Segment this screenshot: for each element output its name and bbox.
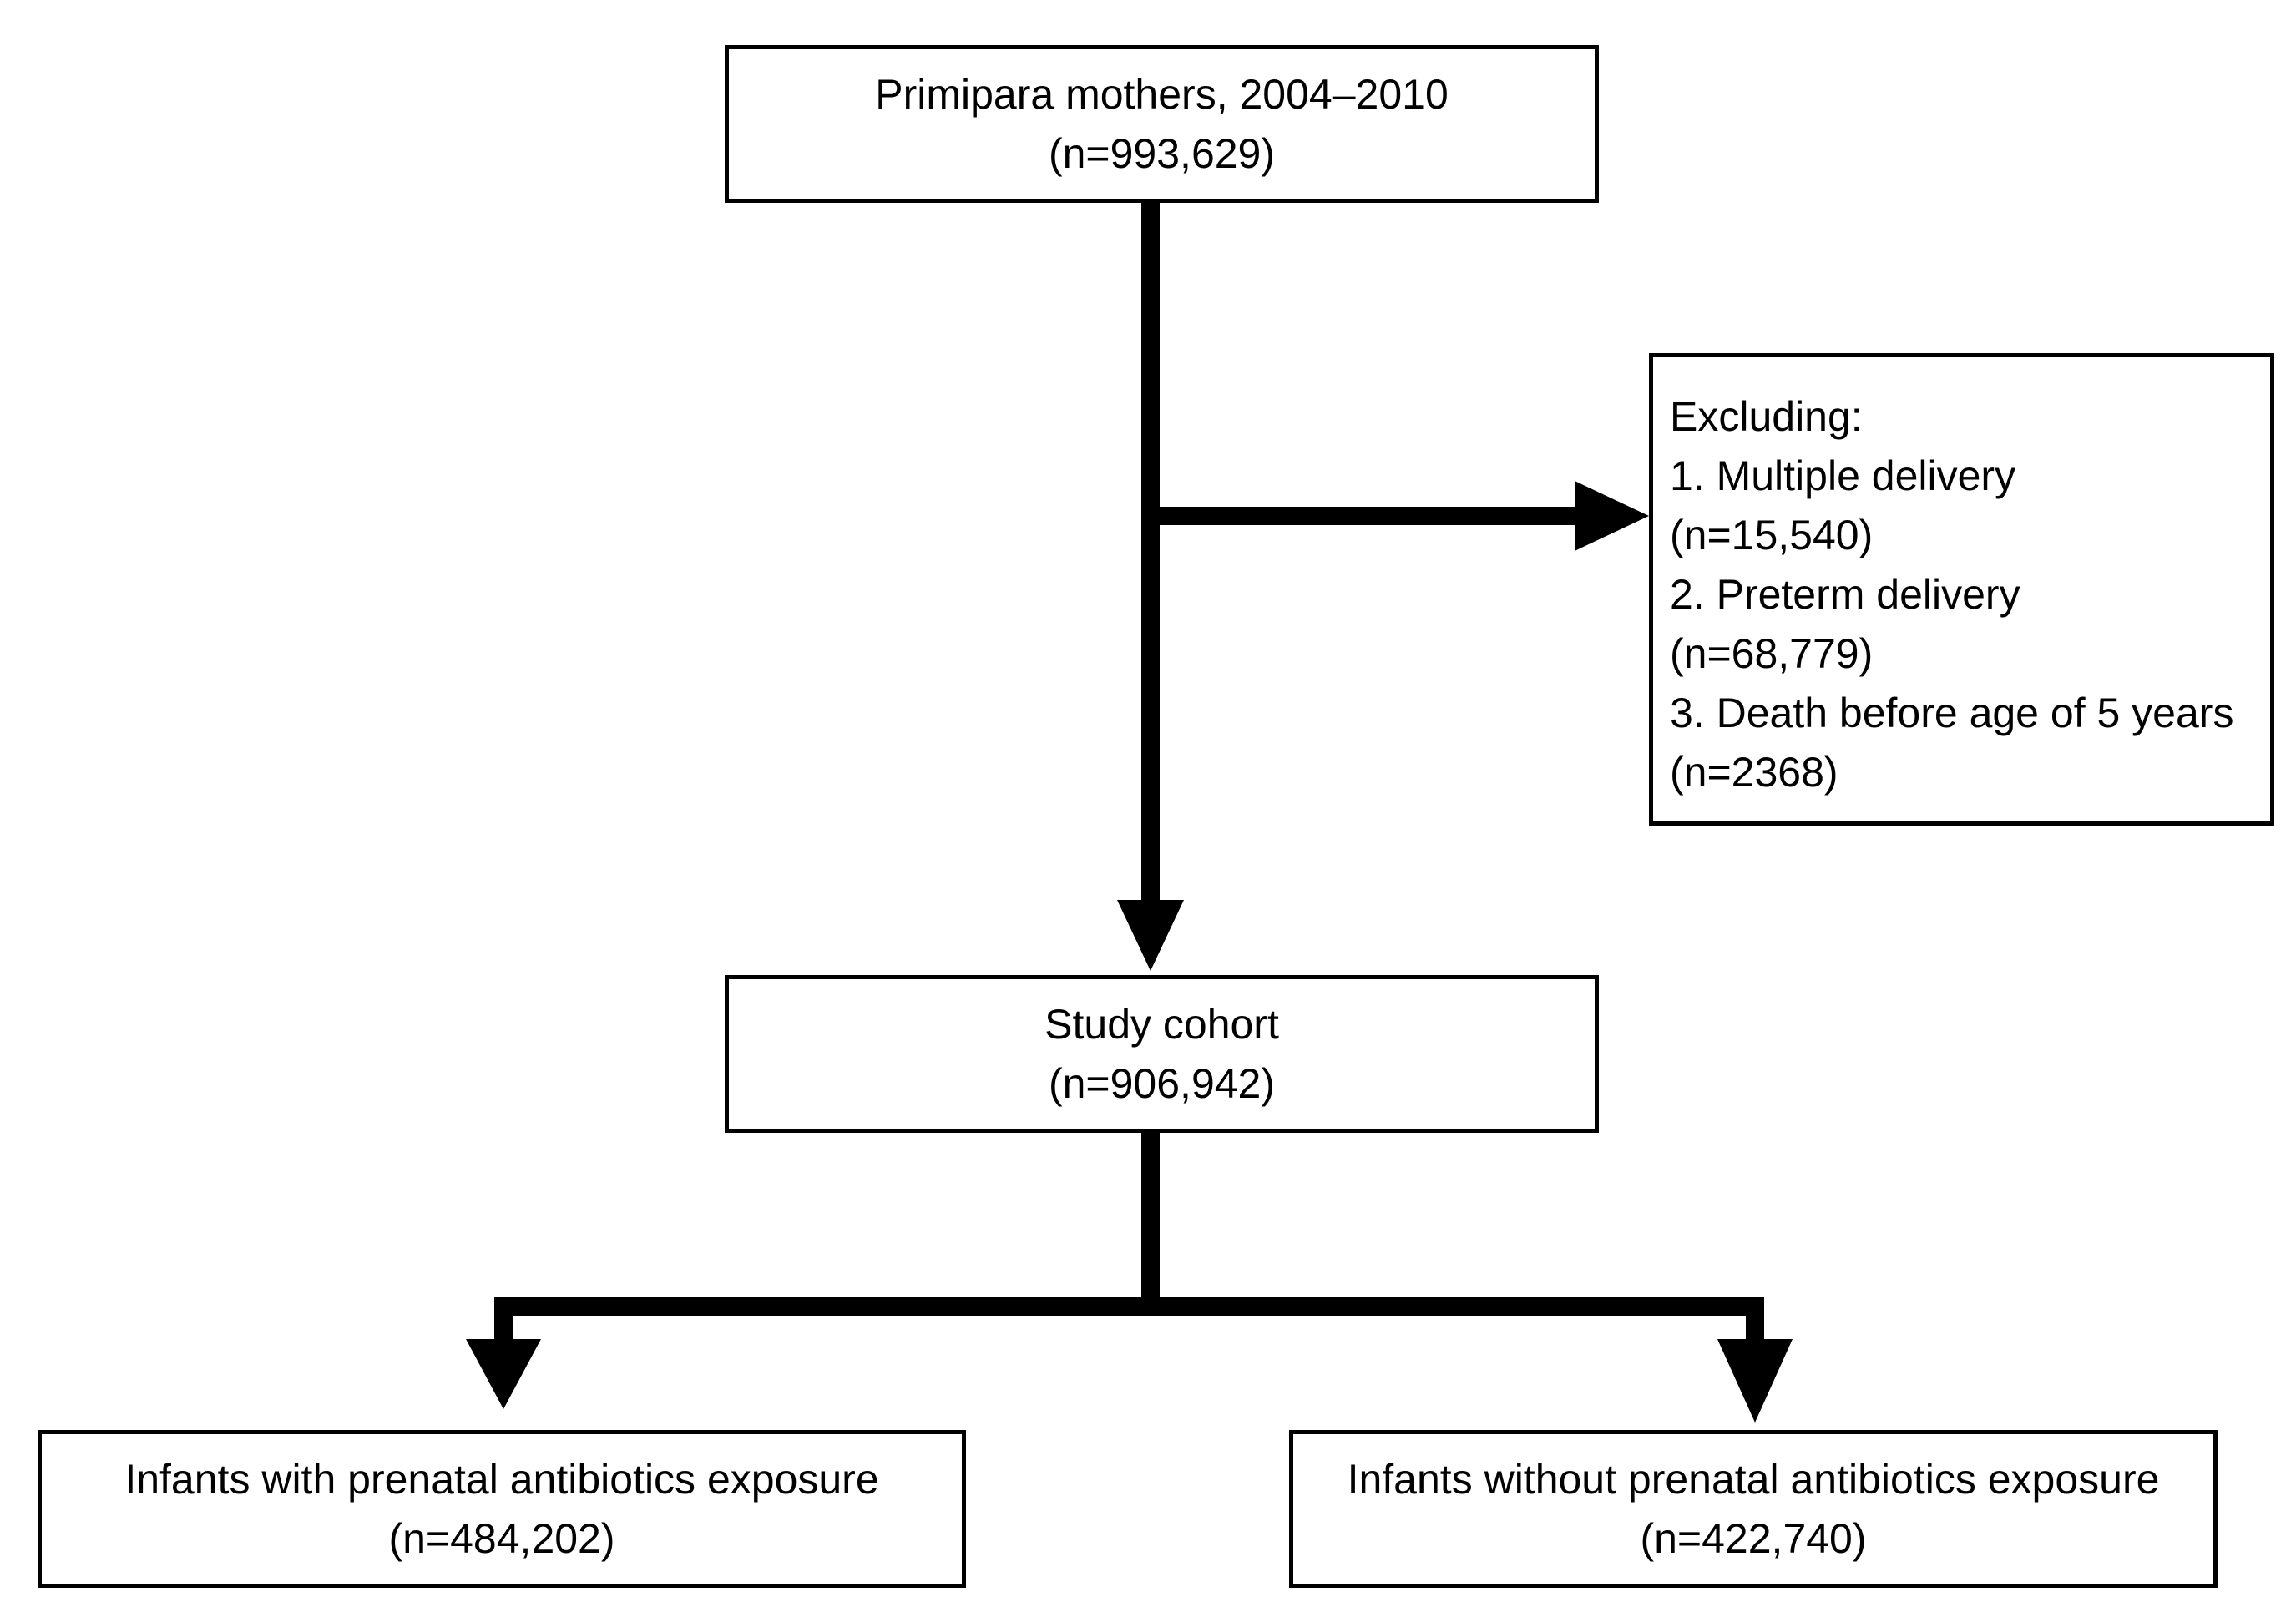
unexposed-arrowhead xyxy=(1717,1339,1793,1423)
exclusion-item-preterm-label: 2. Preterm delivery xyxy=(1670,571,2020,618)
split-line xyxy=(494,1297,1764,1316)
exposed-title: Infants with prenatal antibiotics exposu… xyxy=(124,1455,879,1503)
trunk-line xyxy=(1141,200,1160,902)
cohort-arrowhead xyxy=(1117,900,1184,971)
unexposed-box: Infants without prenatal antibiotics exp… xyxy=(1289,1430,2218,1588)
unexposed-title: Infants without prenatal antibiotics exp… xyxy=(1347,1455,2160,1503)
primipara-title: Primipara mothers, 2004–2010 xyxy=(875,70,1449,118)
exclusion-item-multiple-label: 1. Multiple delivery xyxy=(1670,452,2016,499)
cohort-title: Study cohort xyxy=(1044,1000,1279,1048)
primipara-box: Primipara mothers, 2004–2010 (n=993,629) xyxy=(725,45,1599,203)
primipara-count: (n=993,629) xyxy=(1048,129,1276,177)
exclusion-branch-line xyxy=(1151,507,1585,525)
exclusion-heading: Excluding: xyxy=(1670,393,1863,440)
exposed-arrowhead xyxy=(466,1339,541,1409)
cohort-count: (n=906,942) xyxy=(1048,1059,1276,1107)
exclusion-item-preterm-count: (n=68,779) xyxy=(1670,630,1874,677)
exposed-count: (n=484,202) xyxy=(388,1514,615,1562)
exclusion-item-multiple-count: (n=15,540) xyxy=(1670,512,1874,558)
exclusion-arrowhead xyxy=(1575,481,1649,551)
exclusion-item-death-count: (n=2368) xyxy=(1670,749,1838,796)
exposed-box: Infants with prenatal antibiotics exposu… xyxy=(38,1430,966,1588)
unexposed-count: (n=422,740) xyxy=(1640,1514,1867,1562)
cohort-stem-line xyxy=(1141,1131,1160,1314)
cohort-box: Study cohort (n=906,942) xyxy=(725,975,1599,1133)
exclusion-box: Excluding: 1. Multiple delivery (n=15,54… xyxy=(1649,353,2274,826)
exclusion-item-death-label: 3. Death before age of 5 years xyxy=(1670,690,2234,736)
